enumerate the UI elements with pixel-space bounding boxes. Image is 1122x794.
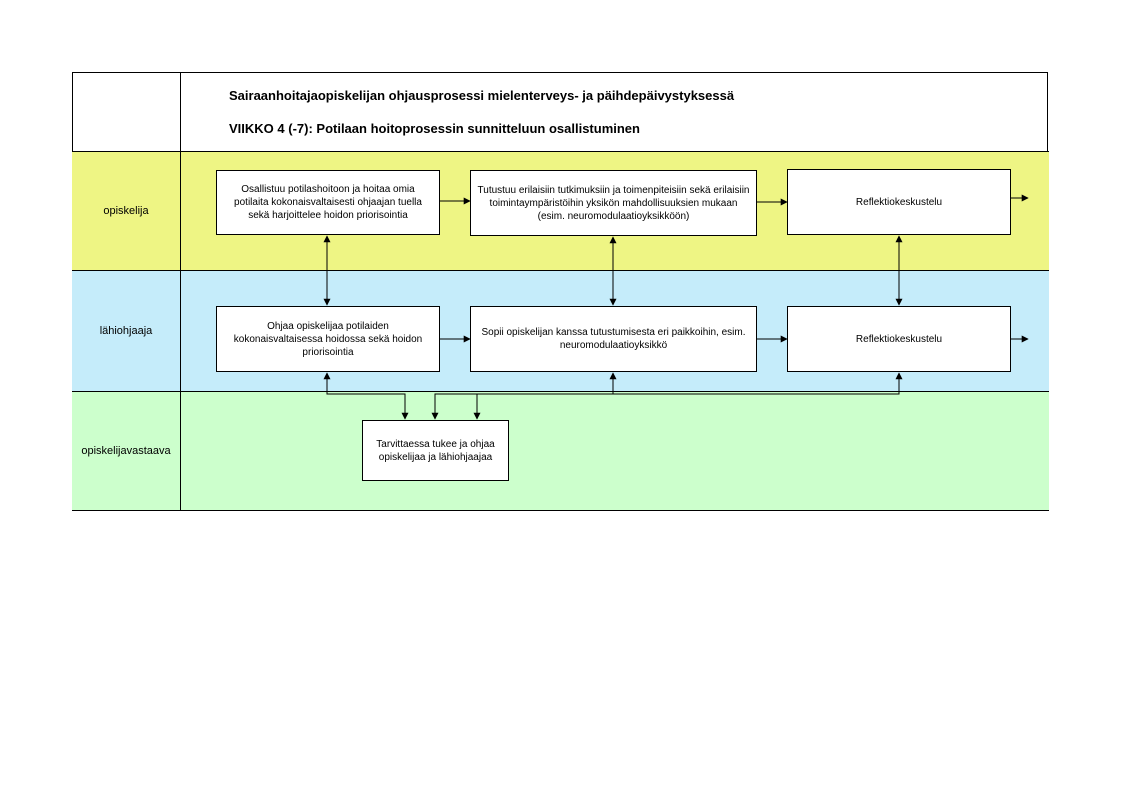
lane-label-opiskelijavastaava: opiskelijavastaava [81,445,171,457]
connector-bus-left [323,372,409,420]
connector-bus-right [473,372,903,420]
box-opiskelija-3: Reflektiokeskustelu [787,169,1011,235]
box-opiskelijavastaava-1: Tarvittaessa tukee ja ohjaa opiskelijaa … [362,420,509,481]
box-lahiohjaaja-1: Ohjaa opiskelijaa potilaiden kokonaisval… [216,306,440,372]
lane-label-lahiohjaaja: lähiohjaaja [99,325,153,337]
box-opiskelija-1: Osallistuu potilashoitoon ja hoitaa omia… [216,170,440,235]
box-opiskelija-2: Tutustuu erilaisiin tutkimuksiin ja toim… [470,170,757,236]
box-lahiohjaaja-3: Reflektiokeskustelu [787,306,1011,372]
box-lahiohjaaja-2: Sopii opiskelijan kanssa tutustumisesta … [470,306,757,372]
lane-label-opiskelija: opiskelija [103,205,149,217]
diagram-subtitle: VIIKKO 4 (-7): Potilaan hoitoprosessin s… [229,121,640,136]
connector-bus-mid [431,372,617,420]
diagram-title: Sairaanhoitajaopiskelijan ohjausprosessi… [229,88,735,103]
lane-label-divider [180,72,181,511]
